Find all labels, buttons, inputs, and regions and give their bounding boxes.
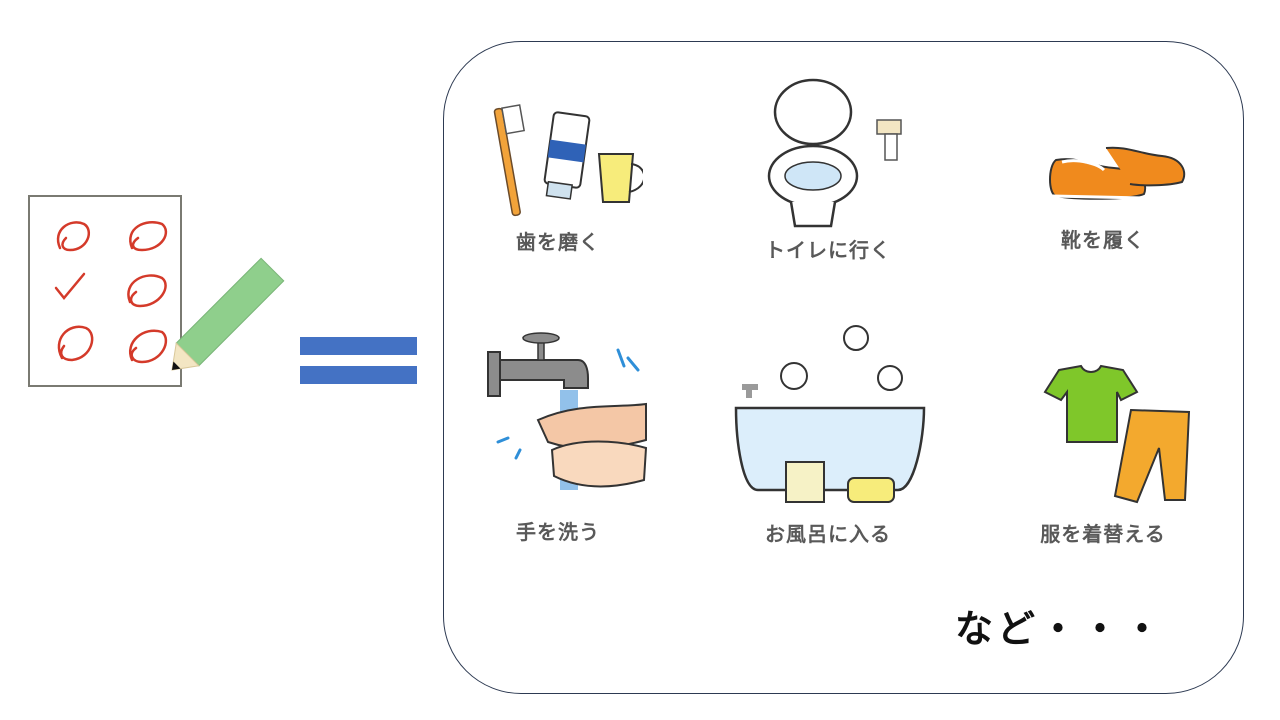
activity-label: お風呂に入る — [765, 522, 891, 546]
activity-label: 服を着替える — [1040, 522, 1166, 546]
activity-label: 歯を磨く — [516, 230, 600, 254]
clothes-icon — [1043, 364, 1191, 504]
activity-item-take-bath: お風呂に入る — [728, 322, 928, 547]
etc-text: など・・・ — [955, 607, 1166, 651]
toilet-paper-icon — [767, 78, 902, 228]
activity-item-put-on-shoes: 靴を履く — [1003, 138, 1203, 253]
faucet-handwashing-icon — [487, 332, 648, 490]
activity-item-brush-teeth: 歯を磨く — [458, 100, 658, 255]
shoes-icon — [1049, 146, 1186, 200]
activity-item-change-clothes: 服を着替える — [1003, 362, 1203, 547]
toothbrush-toothpaste-cup-icon — [493, 104, 643, 217]
equals-sign-icon — [300, 337, 417, 385]
activity-item-go-toilet: トイレに行く — [728, 78, 928, 263]
equals-bar-bottom — [300, 366, 417, 384]
checklist-with-pencil-icon — [22, 190, 302, 400]
activity-label: トイレに行く — [765, 238, 891, 262]
activity-label: 靴を履く — [1061, 228, 1145, 252]
equals-bar-top — [300, 337, 417, 355]
activity-item-wash-hands: 手を洗う — [458, 330, 658, 545]
bathtub-icon — [734, 325, 926, 503]
activity-label: 手を洗う — [516, 520, 600, 544]
